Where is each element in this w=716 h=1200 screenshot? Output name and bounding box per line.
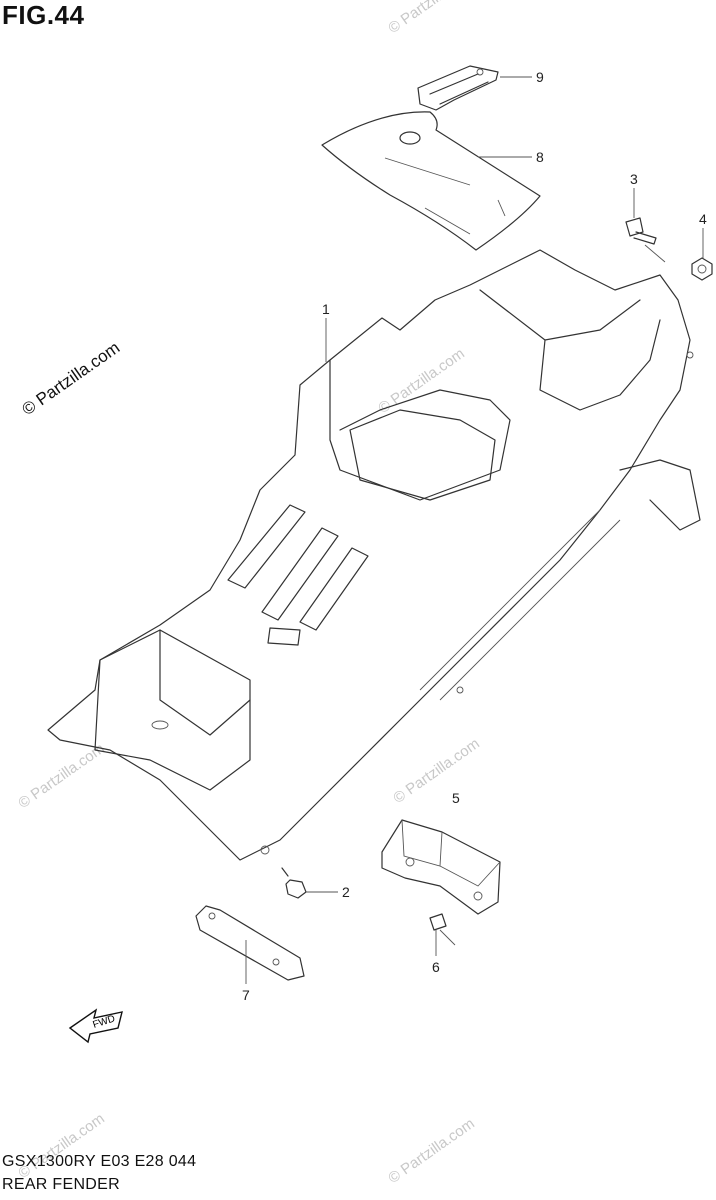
part-3-bolt: [625, 217, 666, 263]
callout-5: 5: [452, 790, 460, 806]
part-9-bracket: [417, 65, 499, 111]
callout-4: 4: [699, 211, 707, 227]
part-1-rear-fender: [47, 249, 701, 861]
leader-lines: [245, 76, 704, 984]
part-5-bracket: [381, 819, 501, 915]
callout-3: 3: [630, 171, 638, 187]
callout-7: 7: [242, 987, 250, 1003]
callout-9: 9: [536, 69, 544, 85]
figure-title: FIG.44: [2, 0, 85, 30]
part-4-nut: [691, 257, 713, 281]
fwd-arrow-icon: FWD: [68, 1008, 123, 1044]
callout-8: 8: [536, 149, 544, 165]
part-8-cover-panel: [321, 111, 541, 251]
model-code: GSX1300RY E03 E28 044: [2, 1153, 197, 1170]
callout-6: 6: [432, 959, 440, 975]
part-6-screw: [429, 913, 456, 946]
part-2-screw: [281, 867, 307, 899]
callout-2: 2: [342, 884, 350, 900]
callout-1: 1: [322, 301, 330, 317]
part-7-plate: [195, 905, 305, 981]
diagram-name: REAR FENDER: [2, 1176, 120, 1193]
